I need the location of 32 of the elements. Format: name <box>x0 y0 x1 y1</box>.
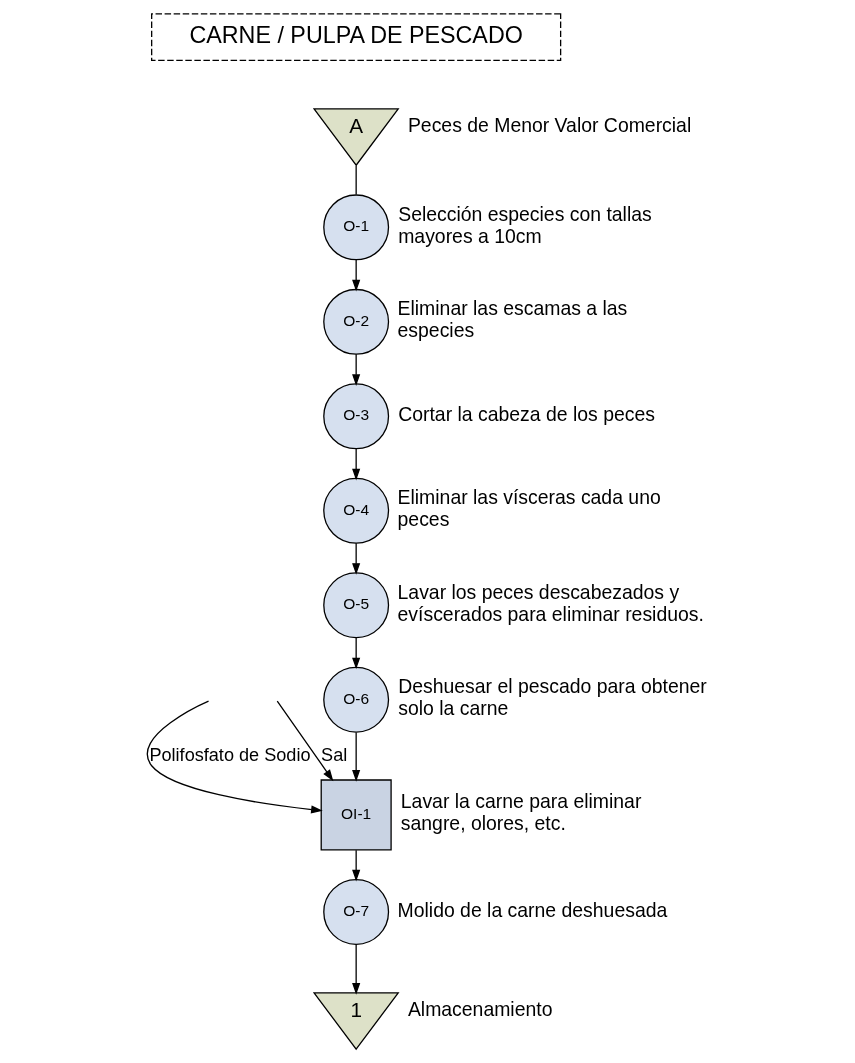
edge-label: Sal <box>320 744 347 765</box>
node-circle: O-3 <box>322 383 389 450</box>
node-label: Peces de Menor Valor Comercial <box>407 114 691 137</box>
node-circle: O-4 <box>322 477 389 544</box>
node-label: Molido de la carne deshuesada <box>397 898 667 921</box>
arrow <box>351 353 360 386</box>
arrow <box>351 731 360 782</box>
node-label: Lavar los peces descabezados y evíscerados para eliminar residuos. <box>397 580 704 625</box>
arrow <box>351 943 360 995</box>
node-label: Lavar la carne para eliminar sangre, olores, etc. <box>400 790 641 835</box>
node-circle: O-2 <box>322 288 389 355</box>
arrow <box>351 542 360 575</box>
arrow <box>351 849 360 882</box>
connector <box>355 165 357 196</box>
node-circle: O-7 <box>322 879 389 945</box>
node-label: Almacenamiento <box>407 998 552 1021</box>
edge-label: Polifosfato de Sodio <box>148 744 311 765</box>
node-circle: O-1 <box>322 194 389 261</box>
node-label: Eliminar las escamas a las especies <box>397 297 627 342</box>
arrow <box>351 259 360 292</box>
arrow <box>351 637 360 670</box>
node-circle: O-6 <box>322 666 389 733</box>
node-label: Eliminar las vísceras cada uno peces <box>397 486 661 531</box>
node-circle: O-5 <box>322 572 389 639</box>
arrow <box>146 700 323 814</box>
arrow <box>276 700 333 782</box>
node-label: Selección especies con tallas mayores a 10cm <box>397 202 652 247</box>
node-label: Cortar la cabeza de los peces <box>397 402 655 425</box>
arrow <box>351 448 360 481</box>
node-box: CARNE / PULPA DE PESCADO <box>150 13 561 62</box>
node-label: Deshuesar el pescado para obtener solo la carne <box>397 675 707 720</box>
node-box: OI-1 <box>320 779 392 851</box>
